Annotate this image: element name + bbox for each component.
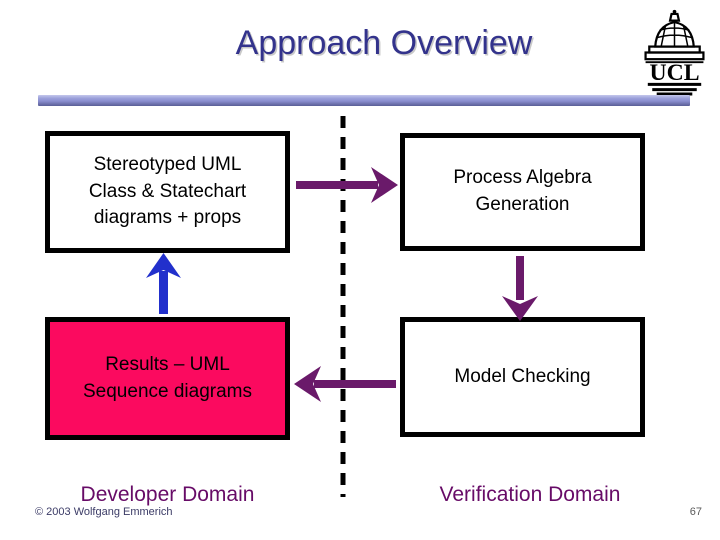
title-divider-bar — [38, 95, 690, 106]
arrow-left-icon — [294, 366, 396, 402]
verification-domain-label: Verification Domain — [439, 483, 621, 506]
ucl-logo-image: UCL — [644, 9, 705, 96]
box-process-algebra-label: Process Algebra Generation — [453, 167, 592, 215]
arrow-up-icon — [146, 253, 181, 314]
developer-domain-label: Developer Domain — [80, 483, 255, 506]
page-number: 67 — [689, 506, 702, 518]
arrow-down-icon — [502, 256, 538, 321]
box-stereotyped-uml-label: Stereotyped UML Class & Statechart diagr… — [88, 154, 247, 229]
box-model-checking: Model Checking — [400, 317, 645, 437]
box-process-algebra: Process Algebra Generation — [400, 133, 645, 251]
page-title: Approach Overview — [235, 24, 533, 62]
box-results-sequence-label: Results – UML Sequence diagrams — [83, 353, 252, 402]
arrow-right-icon — [296, 167, 398, 203]
box-model-checking-label: Model Checking — [454, 365, 591, 387]
ucl-logo: UCL — [637, 8, 712, 97]
box-results-sequence: Results – UML Sequence diagrams — [45, 317, 290, 440]
copyright-text: © 2003 Wolfgang Emmerich — [35, 506, 173, 518]
ucl-logo-text: UCL — [649, 60, 699, 86]
box-stereotyped-uml: Stereotyped UML Class & Statechart diagr… — [45, 131, 290, 253]
